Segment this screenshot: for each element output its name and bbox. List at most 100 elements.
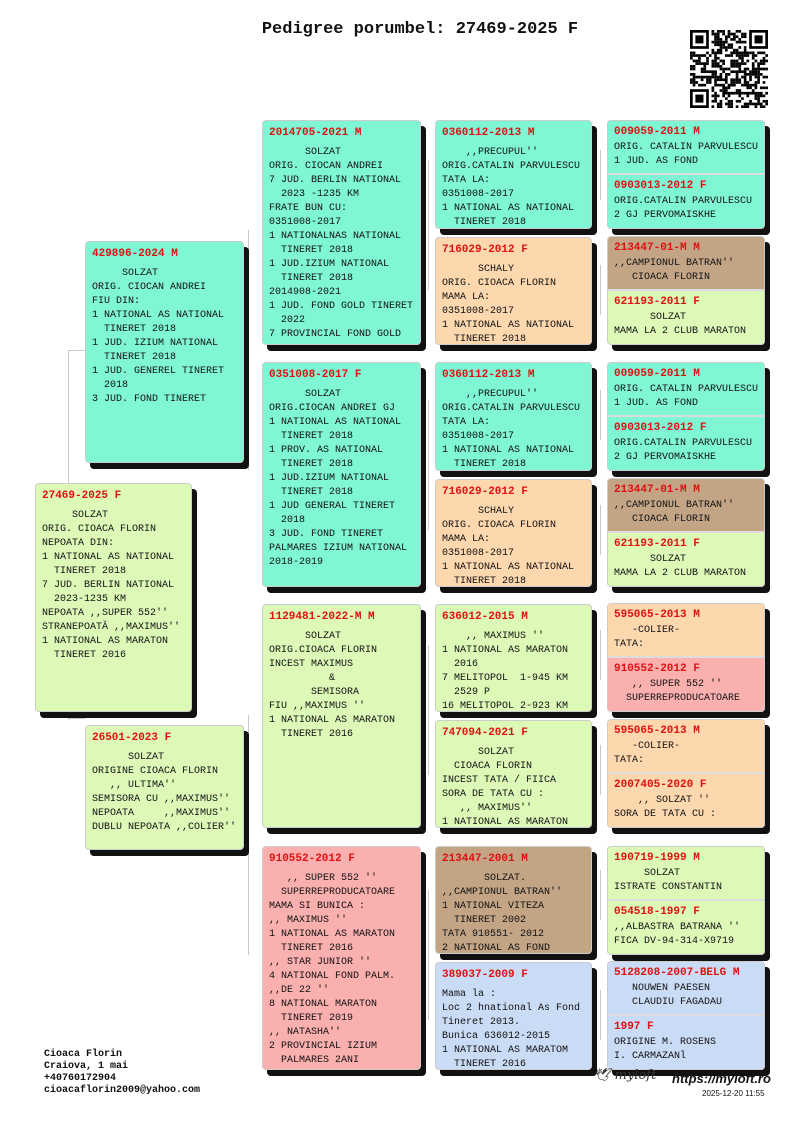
ring-number: 595065-2013 M xyxy=(614,609,700,621)
connector-line xyxy=(68,718,85,719)
pedigree-pair-gen4: 213447-01-M M ,,CAMPIONUL BATRAN'' CIOACA… xyxy=(607,236,765,345)
connector-line xyxy=(600,505,601,555)
pedigree-card-gen4[interactable]: 595065-2013 M -COLIER- TATA: xyxy=(608,604,764,656)
card-text: SOLZAT CIOACA FLORIN INCEST TATA / FIICA… xyxy=(442,747,569,828)
ring-number: 0903013-2012 F xyxy=(614,180,707,192)
connector-line xyxy=(248,715,249,955)
card-text: ,,CAMPIONUL BATRAN'' CIOACA FLORIN xyxy=(614,500,735,525)
ring-number: 0351008-2017 F xyxy=(269,369,362,381)
card-text: ,,CAMPIONUL BATRAN'' CIOACA FLORIN xyxy=(614,258,735,283)
card-text: ,, SOLZAT '' SORA DE TATA CU : xyxy=(614,795,717,820)
connector-line xyxy=(428,890,429,1020)
connector-line xyxy=(600,265,601,315)
card-text: ,, MAXIMUS '' 1 NATIONAL AS MARATON 2016… xyxy=(442,631,569,712)
connector-line xyxy=(600,745,601,795)
connector-line xyxy=(600,990,601,1040)
logo-text: myloft xyxy=(614,1068,657,1083)
owner-contact: Cioaca Florin Craiova, 1 mai +4076017290… xyxy=(44,1049,201,1096)
connector-line xyxy=(68,350,85,351)
ring-number: 190719-1999 M xyxy=(614,852,700,864)
ring-number: 26501-2023 F xyxy=(92,732,172,744)
pedigree-card-gen4[interactable]: 621193-2011 F SOLZAT MAMA LA 2 CLUB MARA… xyxy=(608,531,764,586)
ring-number: 213447-2001 M xyxy=(442,853,528,865)
pedigree-card-gen4[interactable]: 190719-1999 M SOLZAT ISTRATE CONSTANTIN xyxy=(608,847,764,899)
ring-number: 0360112-2013 M xyxy=(442,127,535,139)
pedigree-card-gen2[interactable]: 1129481-2022-M M SOLZAT ORIG.CIOACA FLOR… xyxy=(262,604,421,828)
card-text: -COLIER- TATA: xyxy=(614,741,681,766)
card-text: SOLZAT ORIG. CIOCAN ANDREI FIU DIN: 1 NA… xyxy=(92,268,225,405)
pedigree-card-gen2[interactable]: 2014705-2021 M SOLZAT ORIG. CIOCAN ANDRE… xyxy=(262,120,421,345)
connector-line xyxy=(600,390,601,440)
card-text: ,,PRECUPUL'' ORIG.CATALIN PARVULESCU TAT… xyxy=(442,389,581,470)
pedigree-pair-gen4: 190719-1999 M SOLZAT ISTRATE CONSTANTIN … xyxy=(607,846,765,955)
card-text: SOLZAT MAMA LA 2 CLUB MARATON xyxy=(614,554,747,579)
pedigree-card-gen3[interactable]: 213447-2001 M SOLZAT. ,,CAMPIONUL BATRAN… xyxy=(435,846,592,954)
pedigree-card-gen4[interactable]: 621193-2011 F SOLZAT MAMA LA 2 CLUB MARA… xyxy=(608,289,764,344)
card-text: SOLZAT ORIG.CIOCAN ANDREI GJ 1 NATIONAL … xyxy=(269,389,408,568)
card-text: ,,ALBASTRA BATRANA '' FICA DV-94-314-X97… xyxy=(614,922,741,947)
pedigree-card-gen3[interactable]: 0360112-2013 M ,,PRECUPUL'' ORIG.CATALIN… xyxy=(435,362,592,471)
ring-number: 213447-01-M M xyxy=(614,484,700,496)
pedigree-card-gen4[interactable]: 2007405-2020 F ,, SOLZAT '' SORA DE TATA… xyxy=(608,772,764,827)
website-link[interactable]: https://myloft.ro xyxy=(672,1071,771,1086)
connector-line xyxy=(600,870,601,920)
pedigree-card-gen4[interactable]: 595065-2013 M -COLIER- TATA: xyxy=(608,720,764,772)
card-text: SOLZAT. ,,CAMPIONUL BATRAN'' 1 NATIONAL … xyxy=(442,873,563,954)
connector-line xyxy=(428,400,429,530)
card-text: ,, SUPER 552 '' SUPERREPRODUCATOARE xyxy=(626,679,741,704)
connector-line xyxy=(248,230,249,470)
ring-number: 2007405-2020 F xyxy=(614,779,707,791)
pedigree-card-subject[interactable]: 27469-2025 F SOLZAT ORIG. CIOACA FLORIN … xyxy=(35,483,192,712)
pedigree-card-gen3[interactable]: 747094-2021 F SOLZAT CIOACA FLORIN INCES… xyxy=(435,720,592,828)
pedigree-card-gen4[interactable]: 054518-1997 F ,,ALBASTRA BATRANA '' FICA … xyxy=(608,899,764,954)
card-text: ORIGINE M. ROSENS I. CARMAZANl xyxy=(614,1037,717,1062)
pedigree-card-gen4[interactable]: 5128208-2007-BELG M NOUWEN PAESEN CLAUDI… xyxy=(608,962,764,1014)
pedigree-card-gen3[interactable]: 716029-2012 F SCHALY ORIG. CIOACA FLORIN… xyxy=(435,237,592,345)
pedigree-card-gen2[interactable]: 0351008-2017 F SOLZAT ORIG.CIOCAN ANDREI… xyxy=(262,362,421,587)
pedigree-pair-gen4: 213447-01-M M ,,CAMPIONUL BATRAN'' CIOACA… xyxy=(607,478,765,587)
pedigree-card-gen4[interactable]: 009059-2011 M ORIG. CATALIN PARVULESCU 1 … xyxy=(608,363,764,415)
ring-number: 2014705-2021 M xyxy=(269,127,362,139)
card-text: ,, SUPER 552 '' SUPERREPRODUCATOARE MAMA… xyxy=(269,873,396,1066)
connector-line xyxy=(600,150,601,200)
ring-number: 009059-2011 M xyxy=(614,368,700,380)
ring-number: 747094-2021 F xyxy=(442,727,528,739)
card-text: SOLZAT ORIGINE CIOACA FLORIN ,, ULTIMA''… xyxy=(92,752,237,833)
card-text: Mama la : Loc 2 hnational As Fond Tinere… xyxy=(442,989,581,1070)
pedigree-card-gen4[interactable]: 213447-01-M M ,,CAMPIONUL BATRAN'' CIOACA… xyxy=(608,237,764,289)
card-text: ,,PRECUPUL'' ORIG.CATALIN PARVULESCU TAT… xyxy=(442,147,581,228)
card-text: NOUWEN PAESEN CLAUDIU FAGADAU xyxy=(632,983,723,1008)
pedigree-card-gen4[interactable]: 213447-01-M M ,,CAMPIONUL BATRAN'' CIOACA… xyxy=(608,479,764,531)
ring-number: 054518-1997 F xyxy=(614,906,700,918)
pedigree-pair-gen4: 595065-2013 M -COLIER- TATA: 910552-2012… xyxy=(607,603,765,712)
ring-number: 213447-01-M M xyxy=(614,242,700,254)
ring-number: 716029-2012 F xyxy=(442,244,528,256)
pedigree-pair-gen4: 009059-2011 M ORIG. CATALIN PARVULESCU 1 … xyxy=(607,362,765,471)
pedigree-card-gen2[interactable]: 910552-2012 F ,, SUPER 552 '' SUPERREPRO… xyxy=(262,846,421,1070)
qr-code xyxy=(690,30,768,108)
timestamp: 2025-12-20 11:55 xyxy=(702,1089,765,1098)
pedigree-card-dam[interactable]: 26501-2023 F SOLZAT ORIGINE CIOACA FLORI… xyxy=(85,725,244,850)
card-text: ORIG.CATALIN PARVULESCU 2 GJ PERVOMAISKH… xyxy=(614,196,753,221)
card-text: ORIG. CATALIN PARVULESCU 1 JUD. AS FOND xyxy=(614,384,759,409)
pedigree-card-gen3[interactable]: 0360112-2013 M ,,PRECUPUL'' ORIG.CATALIN… xyxy=(435,120,592,229)
card-text: SOLZAT ORIG. CIOACA FLORIN NEPOATA DIN: … xyxy=(42,510,181,661)
pedigree-card-gen3[interactable]: 716029-2012 F SCHALY ORIG. CIOACA FLORIN… xyxy=(435,479,592,587)
connector-line xyxy=(428,645,429,775)
card-text: -COLIER- TATA: xyxy=(614,625,681,650)
pedigree-card-sire[interactable]: 429896-2024 M SOLZAT ORIG. CIOCAN ANDREI… xyxy=(85,241,244,463)
card-text: ORIG.CATALIN PARVULESCU 2 GJ PERVOMAISKH… xyxy=(614,438,753,463)
ring-number: 5128208-2007-BELG M xyxy=(614,967,740,979)
pedigree-card-gen3[interactable]: 636012-2015 M ,, MAXIMUS '' 1 NATIONAL A… xyxy=(435,604,592,712)
pedigree-card-gen4[interactable]: 910552-2012 F ,, SUPER 552 '' SUPERREPRO… xyxy=(608,656,764,711)
ring-number: 429896-2024 M xyxy=(92,248,178,260)
pedigree-card-gen4[interactable]: 0903013-2012 F ORIG.CATALIN PARVULESCU 2 … xyxy=(608,173,764,228)
ring-number: 910552-2012 F xyxy=(614,663,700,675)
page-title: Pedigree porumbel: 27469-2025 F xyxy=(261,20,579,39)
ring-number: 636012-2015 M xyxy=(442,611,528,623)
